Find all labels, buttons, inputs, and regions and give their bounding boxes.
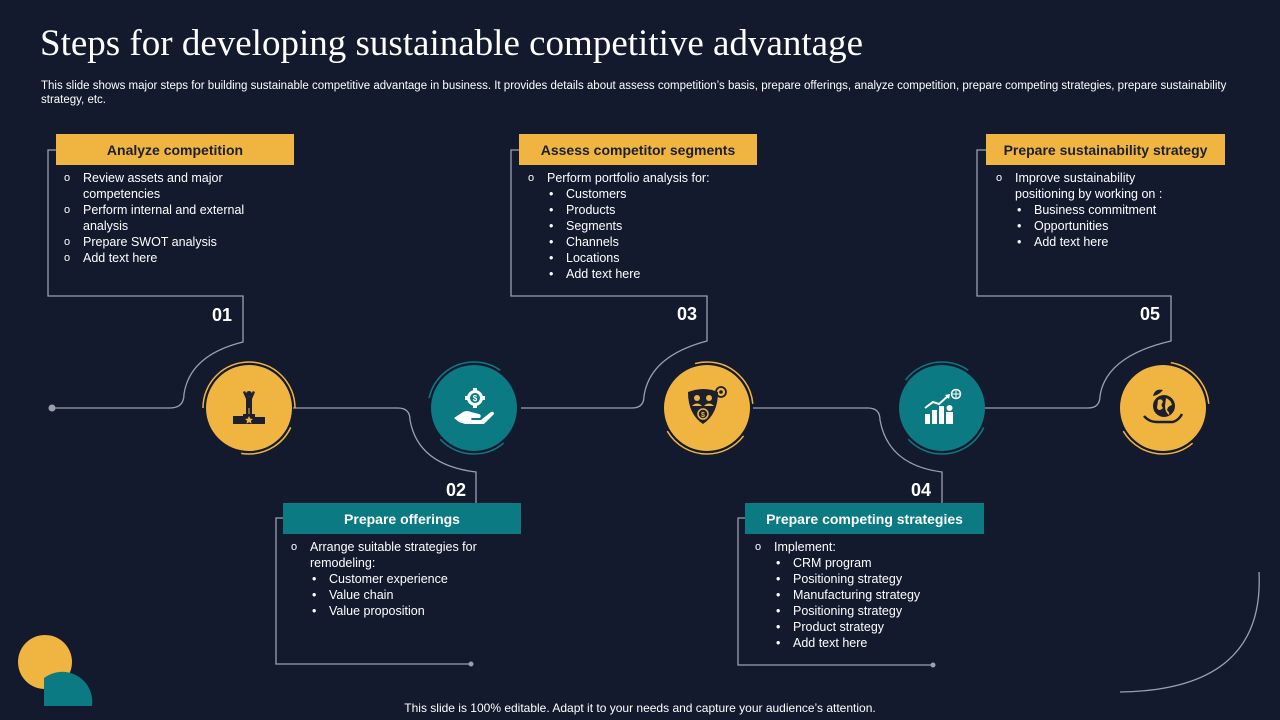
sub-item: Value proposition xyxy=(310,603,481,619)
growth-chart-icon xyxy=(924,388,962,424)
sub-item: Add text here xyxy=(774,635,955,651)
step-1-header: Analyze competition xyxy=(56,134,294,165)
list-item: Perform portfolio analysis for: Customer… xyxy=(528,170,728,282)
list-item: Implement: CRM program Positioning strat… xyxy=(755,539,955,651)
step-2-details: Arrange suitable strategies for remodeli… xyxy=(291,539,481,619)
sub-item: Business commitment xyxy=(1015,202,1186,218)
sub-item: Channels xyxy=(547,234,728,250)
step-5-ring xyxy=(1116,361,1210,455)
sub-item: Add text here xyxy=(1015,234,1186,250)
slide-description: This slide shows major steps for buildin… xyxy=(41,80,1227,106)
svg-text:$: $ xyxy=(473,394,478,403)
step-5-number: 05 xyxy=(1140,304,1161,324)
list-item-text: Improve sustainability positioning by wo… xyxy=(1015,171,1163,201)
svg-text:$: $ xyxy=(701,412,705,419)
sub-item: Positioning strategy xyxy=(774,603,955,619)
step-4-number: 04 xyxy=(911,480,932,500)
step-1-details: Review assets and major competencies Per… xyxy=(64,170,264,266)
sub-item: Manufacturing strategy xyxy=(774,587,955,603)
list-item: Review assets and major competencies xyxy=(64,170,264,202)
sub-item: Product strategy xyxy=(774,619,955,635)
footer-note: This slide is 100% editable. Adapt it to… xyxy=(404,701,876,715)
sub-item: Value chain xyxy=(310,587,481,603)
step-4-header: Prepare competing strategies xyxy=(745,503,984,534)
sub-item: Customers xyxy=(547,186,728,202)
list-item-text: Perform portfolio analysis for: xyxy=(547,171,710,185)
list-item: Improve sustainability positioning by wo… xyxy=(996,170,1186,250)
shield-people-dollar-icon: $ xyxy=(688,386,727,424)
step-3-number: 03 xyxy=(677,304,698,324)
step-5-header: Prepare sustainability strategy xyxy=(986,134,1225,165)
step-3-details: Perform portfolio analysis for: Customer… xyxy=(528,170,728,282)
corner-decoration xyxy=(18,635,93,706)
podium-winner-icon xyxy=(233,391,265,424)
step-2-circle: $ xyxy=(431,365,517,451)
page-title: Steps for developing sustainable competi… xyxy=(40,23,864,64)
step-2-header: Prepare offerings xyxy=(283,503,521,534)
list-item: Perform internal and external analysis xyxy=(64,202,264,234)
step-1-circle xyxy=(206,365,292,451)
step-2-number: 02 xyxy=(446,480,467,500)
step-1-number: 01 xyxy=(212,305,233,325)
sub-item: Locations xyxy=(547,250,728,266)
list-item: Prepare SWOT analysis xyxy=(64,234,264,250)
sub-item: CRM program xyxy=(774,555,955,571)
step-3-ring xyxy=(660,361,754,455)
step-2-ring xyxy=(427,361,521,455)
step-4-details: Implement: CRM program Positioning strat… xyxy=(755,539,955,651)
step-3-header: Assess competitor segments xyxy=(519,134,757,165)
sub-item: Customer experience xyxy=(310,571,481,587)
list-item-text: Arrange suitable strategies for remodeli… xyxy=(310,540,477,570)
step-1-ring xyxy=(202,361,296,455)
list-item: Add text here xyxy=(64,250,264,266)
sub-item: Products xyxy=(547,202,728,218)
step-3-circle: $ xyxy=(664,365,750,451)
hand-gear-dollar-icon: $ xyxy=(454,388,494,424)
step-5-circle xyxy=(1120,365,1206,451)
sub-item: Add text here xyxy=(547,266,728,282)
list-item: Arrange suitable strategies for remodeli… xyxy=(291,539,481,619)
list-item-text: Implement: xyxy=(774,540,836,554)
step-4-circle xyxy=(899,365,985,451)
step-5-details: Improve sustainability positioning by wo… xyxy=(996,170,1186,250)
globe-hand-leaf-icon xyxy=(1143,389,1184,424)
sub-item: Opportunities xyxy=(1015,218,1186,234)
sub-item: Positioning strategy xyxy=(774,571,955,587)
sub-item: Segments xyxy=(547,218,728,234)
step-4-ring xyxy=(895,361,989,455)
